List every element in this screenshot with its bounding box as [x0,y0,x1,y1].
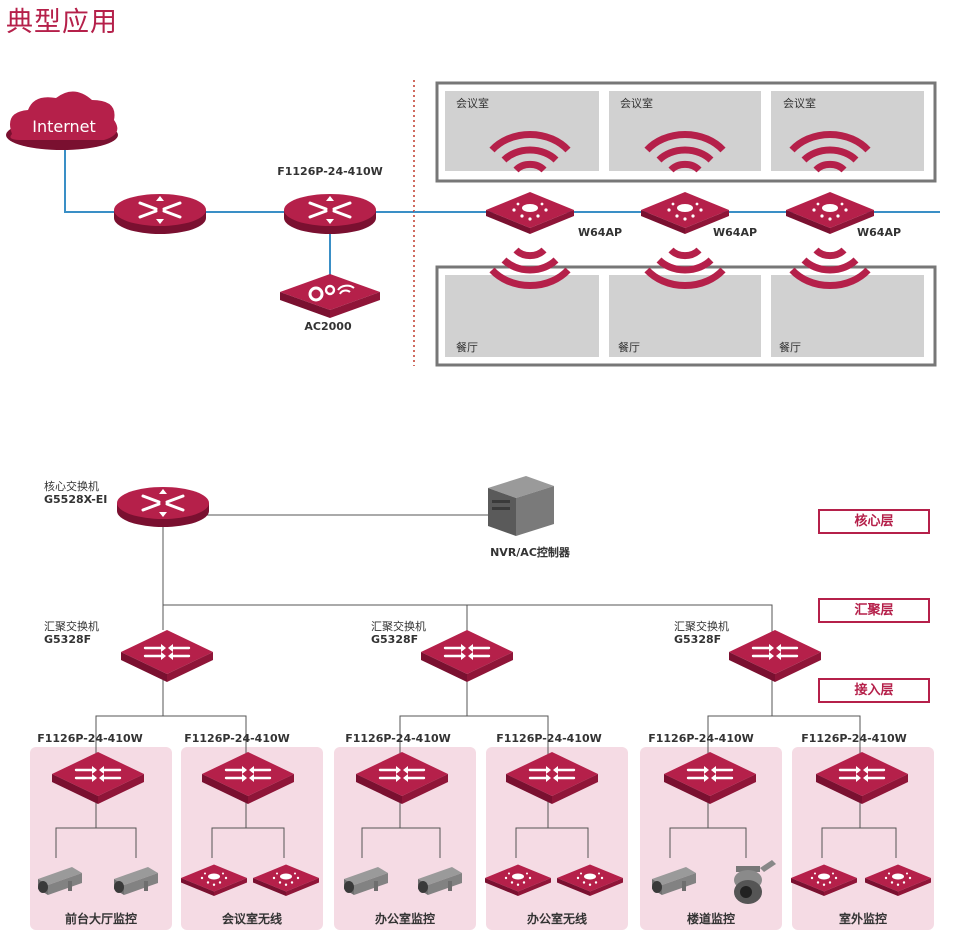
agg-switch-icon [727,628,823,684]
agg-switch-model: G5328F [674,633,721,646]
core-switch-model: G5528X-EI [44,493,107,506]
agg-switch-label: 汇聚交换机 [674,619,729,633]
layer-access-badge: 接入层 [818,678,930,703]
agg-switch-icon [419,628,515,684]
zone-label: 楼道监控 [687,911,735,926]
server-icon [488,476,554,536]
meeting-room-area: 会议室 会议室 会议室 [435,81,937,183]
layer-core-badge: 核心层 [818,509,930,534]
core-switch-icon [115,485,211,529]
room-label: 餐厅 [456,340,478,354]
access-switch-label: F1126P-24-410W [345,732,451,745]
core-switch-label: 核心交换机 [44,479,99,493]
room-label: 会议室 [620,96,653,110]
room-label: 餐厅 [779,340,801,354]
zone-backgrounds [30,747,934,930]
room-label: 会议室 [783,96,816,110]
ap-label: W64AP [713,226,757,239]
ac-controller-icon [280,274,380,318]
access-switch-label: F1126P-24-410W [37,732,143,745]
access-switch-label: F1126P-24-410W [184,732,290,745]
poe-switch-icon [282,192,378,236]
internet-cloud: Internet [6,91,118,150]
zone-label: 办公室无线 [527,911,587,926]
ap-label: W64AP [578,226,622,239]
zone-label: 室外监控 [839,911,887,926]
access-switch-label: F1126P-24-410W [648,732,754,745]
poe-switch-label: F1126P-24-410W [277,165,383,178]
ac-controller-label: AC2000 [304,320,352,333]
agg-switch-model: G5328F [44,633,91,646]
room-label: 餐厅 [618,340,640,354]
router-icon [112,192,208,236]
page-title: 典型应用 [6,7,118,38]
server-label: NVR/AC控制器 [490,545,571,559]
ap-label: W64AP [857,226,901,239]
agg-switch-icon [119,628,215,684]
agg-switch-label: 汇聚交换机 [44,619,99,633]
room-label: 会议室 [456,96,489,110]
agg-switch-model: G5328F [371,633,418,646]
zone-label: 前台大厅监控 [65,911,137,926]
layer-aggregation-badge: 汇聚层 [818,598,930,623]
internet-label: Internet [32,117,96,136]
zone-label: 会议室无线 [222,911,282,926]
agg-switch-label: 汇聚交换机 [371,619,426,633]
restaurant-area: 餐厅 餐厅 餐厅 [435,265,937,367]
zone-label: 办公室监控 [375,911,435,926]
ap-icon [486,192,574,234]
access-switch-label: F1126P-24-410W [496,732,602,745]
access-switch-label: F1126P-24-410W [801,732,907,745]
